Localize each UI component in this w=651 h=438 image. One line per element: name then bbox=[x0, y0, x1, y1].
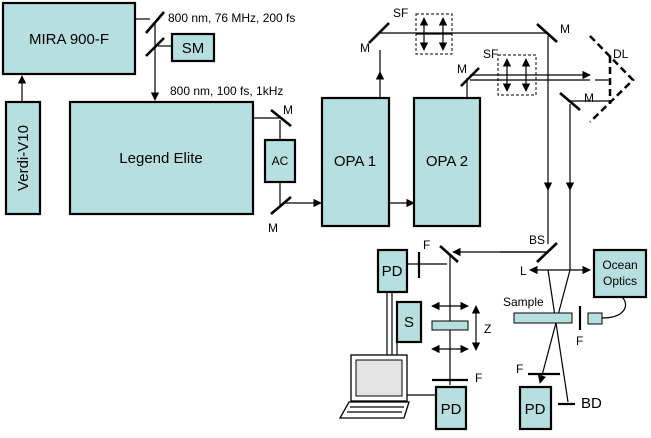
ocean-label-1: Ocean bbox=[602, 258, 637, 272]
dl-label: DL bbox=[613, 47, 629, 61]
verdi-label: Verdi-V10 bbox=[15, 125, 32, 191]
sm-label: SM bbox=[182, 40, 205, 57]
mirror-icon bbox=[460, 67, 480, 87]
filter-label: F bbox=[475, 371, 482, 385]
ocean-label-2: Optics bbox=[603, 274, 637, 288]
ocean-optics-box: Ocean Optics bbox=[592, 248, 648, 299]
sf-label: SF bbox=[393, 6, 408, 20]
mirror-icon bbox=[368, 22, 390, 44]
mira-output-label: 800 nm, 76 MHz, 200 fs bbox=[168, 11, 295, 25]
s-block bbox=[395, 300, 423, 344]
ac-label: AC bbox=[272, 154, 289, 168]
legend-box: Legend Elite bbox=[68, 100, 255, 216]
filter-label: F bbox=[576, 334, 583, 348]
beam-cross-2 bbox=[537, 269, 571, 384]
pd-right-block bbox=[518, 385, 553, 431]
pd-right-box: PD bbox=[518, 385, 553, 431]
fiber-cable bbox=[601, 296, 627, 319]
filter-label: F bbox=[423, 238, 430, 252]
delay-line bbox=[589, 35, 635, 123]
mirror-label: M bbox=[360, 41, 370, 55]
mirror-icon bbox=[536, 23, 558, 43]
bs-label: BS bbox=[529, 233, 545, 247]
sample-label: Sample bbox=[503, 295, 544, 309]
mira-label: MIRA 900-F bbox=[29, 31, 109, 48]
spatial-filter-2 bbox=[497, 54, 537, 96]
pd-top-label: PD bbox=[382, 263, 403, 280]
opa1-block bbox=[320, 96, 391, 228]
opa1-box: OPA 1 bbox=[320, 96, 391, 228]
lens-label: L bbox=[520, 264, 527, 278]
ocean-optics-block bbox=[592, 248, 648, 299]
verdi-box: Verdi-V10 bbox=[4, 100, 42, 216]
sm-block bbox=[170, 32, 216, 63]
filter-label: F bbox=[516, 362, 523, 376]
pd-bottom-label: PD bbox=[441, 401, 462, 418]
mirror-label: M bbox=[268, 221, 278, 235]
legend-block bbox=[68, 100, 255, 216]
mirror-icon bbox=[559, 92, 581, 111]
labels: 800 nm, 76 MHz, 200 fs 800 nm, 100 fs, 1… bbox=[168, 6, 629, 412]
sf2-box bbox=[497, 54, 537, 96]
mirror-icon bbox=[439, 245, 459, 263]
mirror-label: M bbox=[584, 91, 594, 105]
sf-label: SF bbox=[483, 47, 498, 61]
opa1-label: OPA 1 bbox=[334, 153, 376, 170]
legend-label: Legend Elite bbox=[119, 150, 202, 167]
mira-box: MIRA 900-F bbox=[1, 1, 137, 76]
reference-sample bbox=[431, 320, 469, 331]
mirror-icon bbox=[270, 108, 292, 128]
bd-label: BD bbox=[581, 395, 602, 412]
z-label: Z bbox=[484, 322, 491, 336]
pd-bottom-block bbox=[434, 385, 468, 431]
mirror-icon bbox=[270, 196, 292, 215]
opa2-box: OPA 2 bbox=[412, 96, 482, 228]
verdi-block bbox=[4, 100, 42, 216]
mirror-icon bbox=[145, 11, 165, 34]
laptop-screen bbox=[355, 359, 403, 397]
ac-block bbox=[263, 138, 297, 184]
sample-plate bbox=[513, 312, 573, 324]
pd-top-box: PD bbox=[376, 248, 409, 294]
beam-cross-1 bbox=[547, 269, 569, 403]
opa2-block bbox=[412, 96, 482, 228]
s-box: S bbox=[395, 300, 423, 344]
beam-splitter-icon bbox=[536, 242, 558, 263]
fiber-coupler bbox=[587, 312, 603, 325]
mirror-label: M bbox=[457, 62, 467, 76]
reference-arm bbox=[386, 252, 481, 396]
mirror-label: M bbox=[283, 103, 293, 117]
laptop-icon bbox=[338, 354, 410, 419]
pd-right-label: PD bbox=[525, 401, 546, 418]
opa2-label: OPA 2 bbox=[426, 153, 468, 170]
spatial-filter-1 bbox=[415, 13, 453, 55]
mirror-icon bbox=[145, 37, 165, 57]
mirror-label: M bbox=[560, 22, 570, 36]
mira-block bbox=[1, 1, 137, 76]
dl-retroreflector bbox=[589, 35, 635, 123]
pd-bottom-box: PD bbox=[434, 385, 468, 431]
laptop-keyboard bbox=[338, 401, 410, 419]
legend-output-label: 800 nm, 100 fs, 1kHz bbox=[170, 84, 283, 98]
sm-box: SM bbox=[170, 32, 216, 63]
s-label: S bbox=[404, 314, 414, 331]
ac-box: AC bbox=[263, 138, 297, 184]
mirrors bbox=[145, 11, 581, 263]
sample-area bbox=[513, 265, 627, 406]
